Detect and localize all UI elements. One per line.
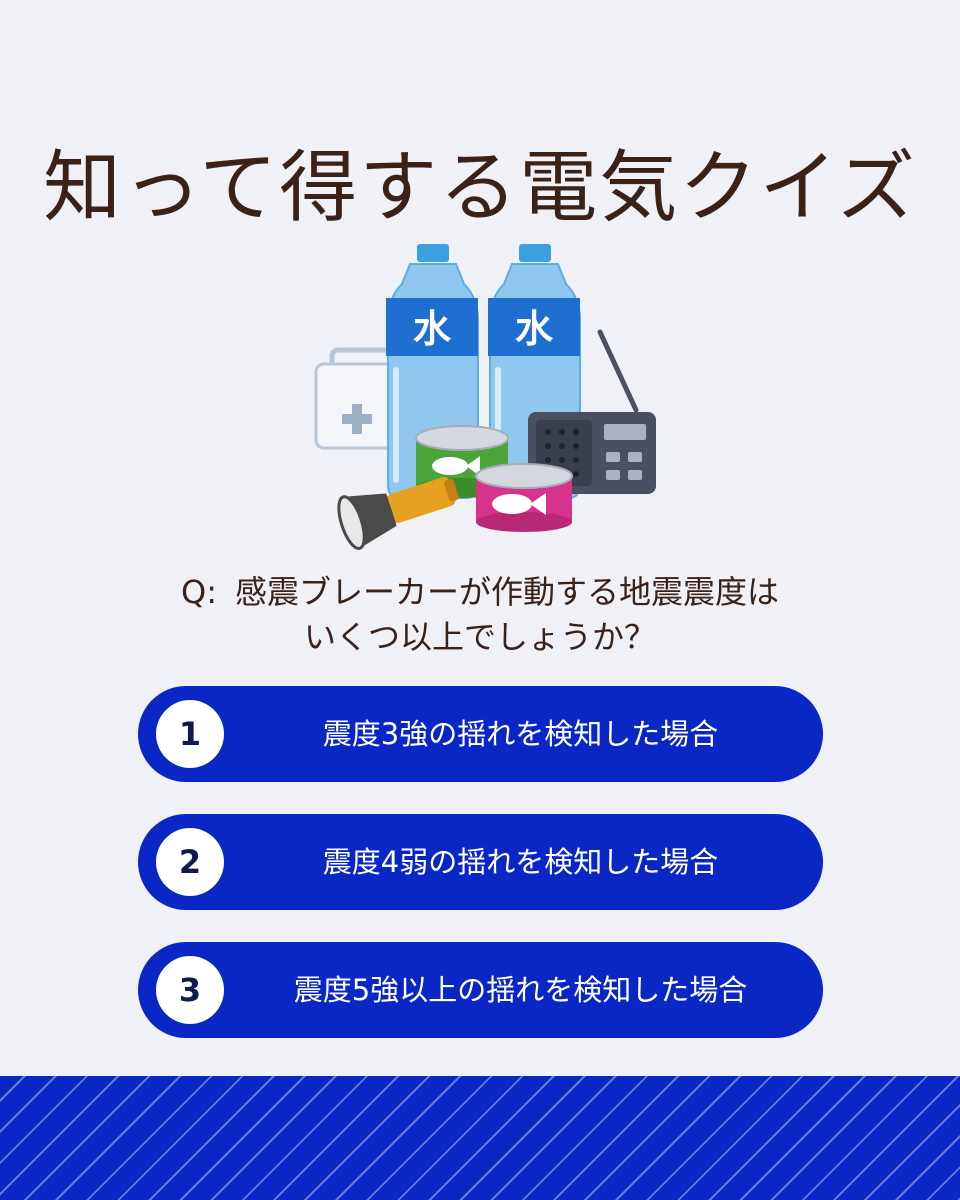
option-number-badge: 2: [156, 828, 224, 896]
answer-option-3[interactable]: 3 震度5強以上の揺れを検知した場合: [138, 942, 823, 1038]
question-line-1: Q: 感震ブレーカーが作動する地震震度は: [0, 570, 960, 615]
footer-stripe-band: [0, 1076, 960, 1200]
emergency-supplies-illustration: 水 水: [314, 244, 656, 550]
option-number-badge: 3: [156, 956, 224, 1024]
flashlight-icon: [337, 477, 459, 550]
quiz-question: Q: 感震ブレーカーが作動する地震震度は いくつ以上でしょうか？: [0, 570, 960, 660]
option-label: 震度4弱の揺れを検知した場合: [322, 845, 719, 879]
option-number-badge: 1: [156, 700, 224, 768]
question-text-1: 感震ブレーカーが作動する地震震度は: [234, 573, 779, 611]
question-text-2: いくつ以上でしょうか？: [303, 618, 656, 656]
page-title: 知って得する電気クイズ: [43, 143, 917, 233]
question-prefix: Q:: [181, 573, 217, 611]
bottle-label: 水: [515, 307, 554, 351]
answer-option-2[interactable]: 2 震度4弱の揺れを検知した場合: [138, 814, 823, 910]
water-bottle-icon: 水: [386, 244, 479, 499]
answer-option-1[interactable]: 1 震度3強の揺れを検知した場合: [138, 686, 823, 782]
canned-fish-icon: [475, 463, 573, 532]
answer-options: 1 震度3強の揺れを検知した場合 2 震度4弱の揺れを検知した場合 3 震度5強…: [138, 686, 823, 1070]
bottle-label: 水: [413, 307, 452, 351]
option-label: 震度5強以上の揺れを検知した場合: [293, 973, 748, 1007]
option-label: 震度3強の揺れを検知した場合: [322, 717, 719, 751]
